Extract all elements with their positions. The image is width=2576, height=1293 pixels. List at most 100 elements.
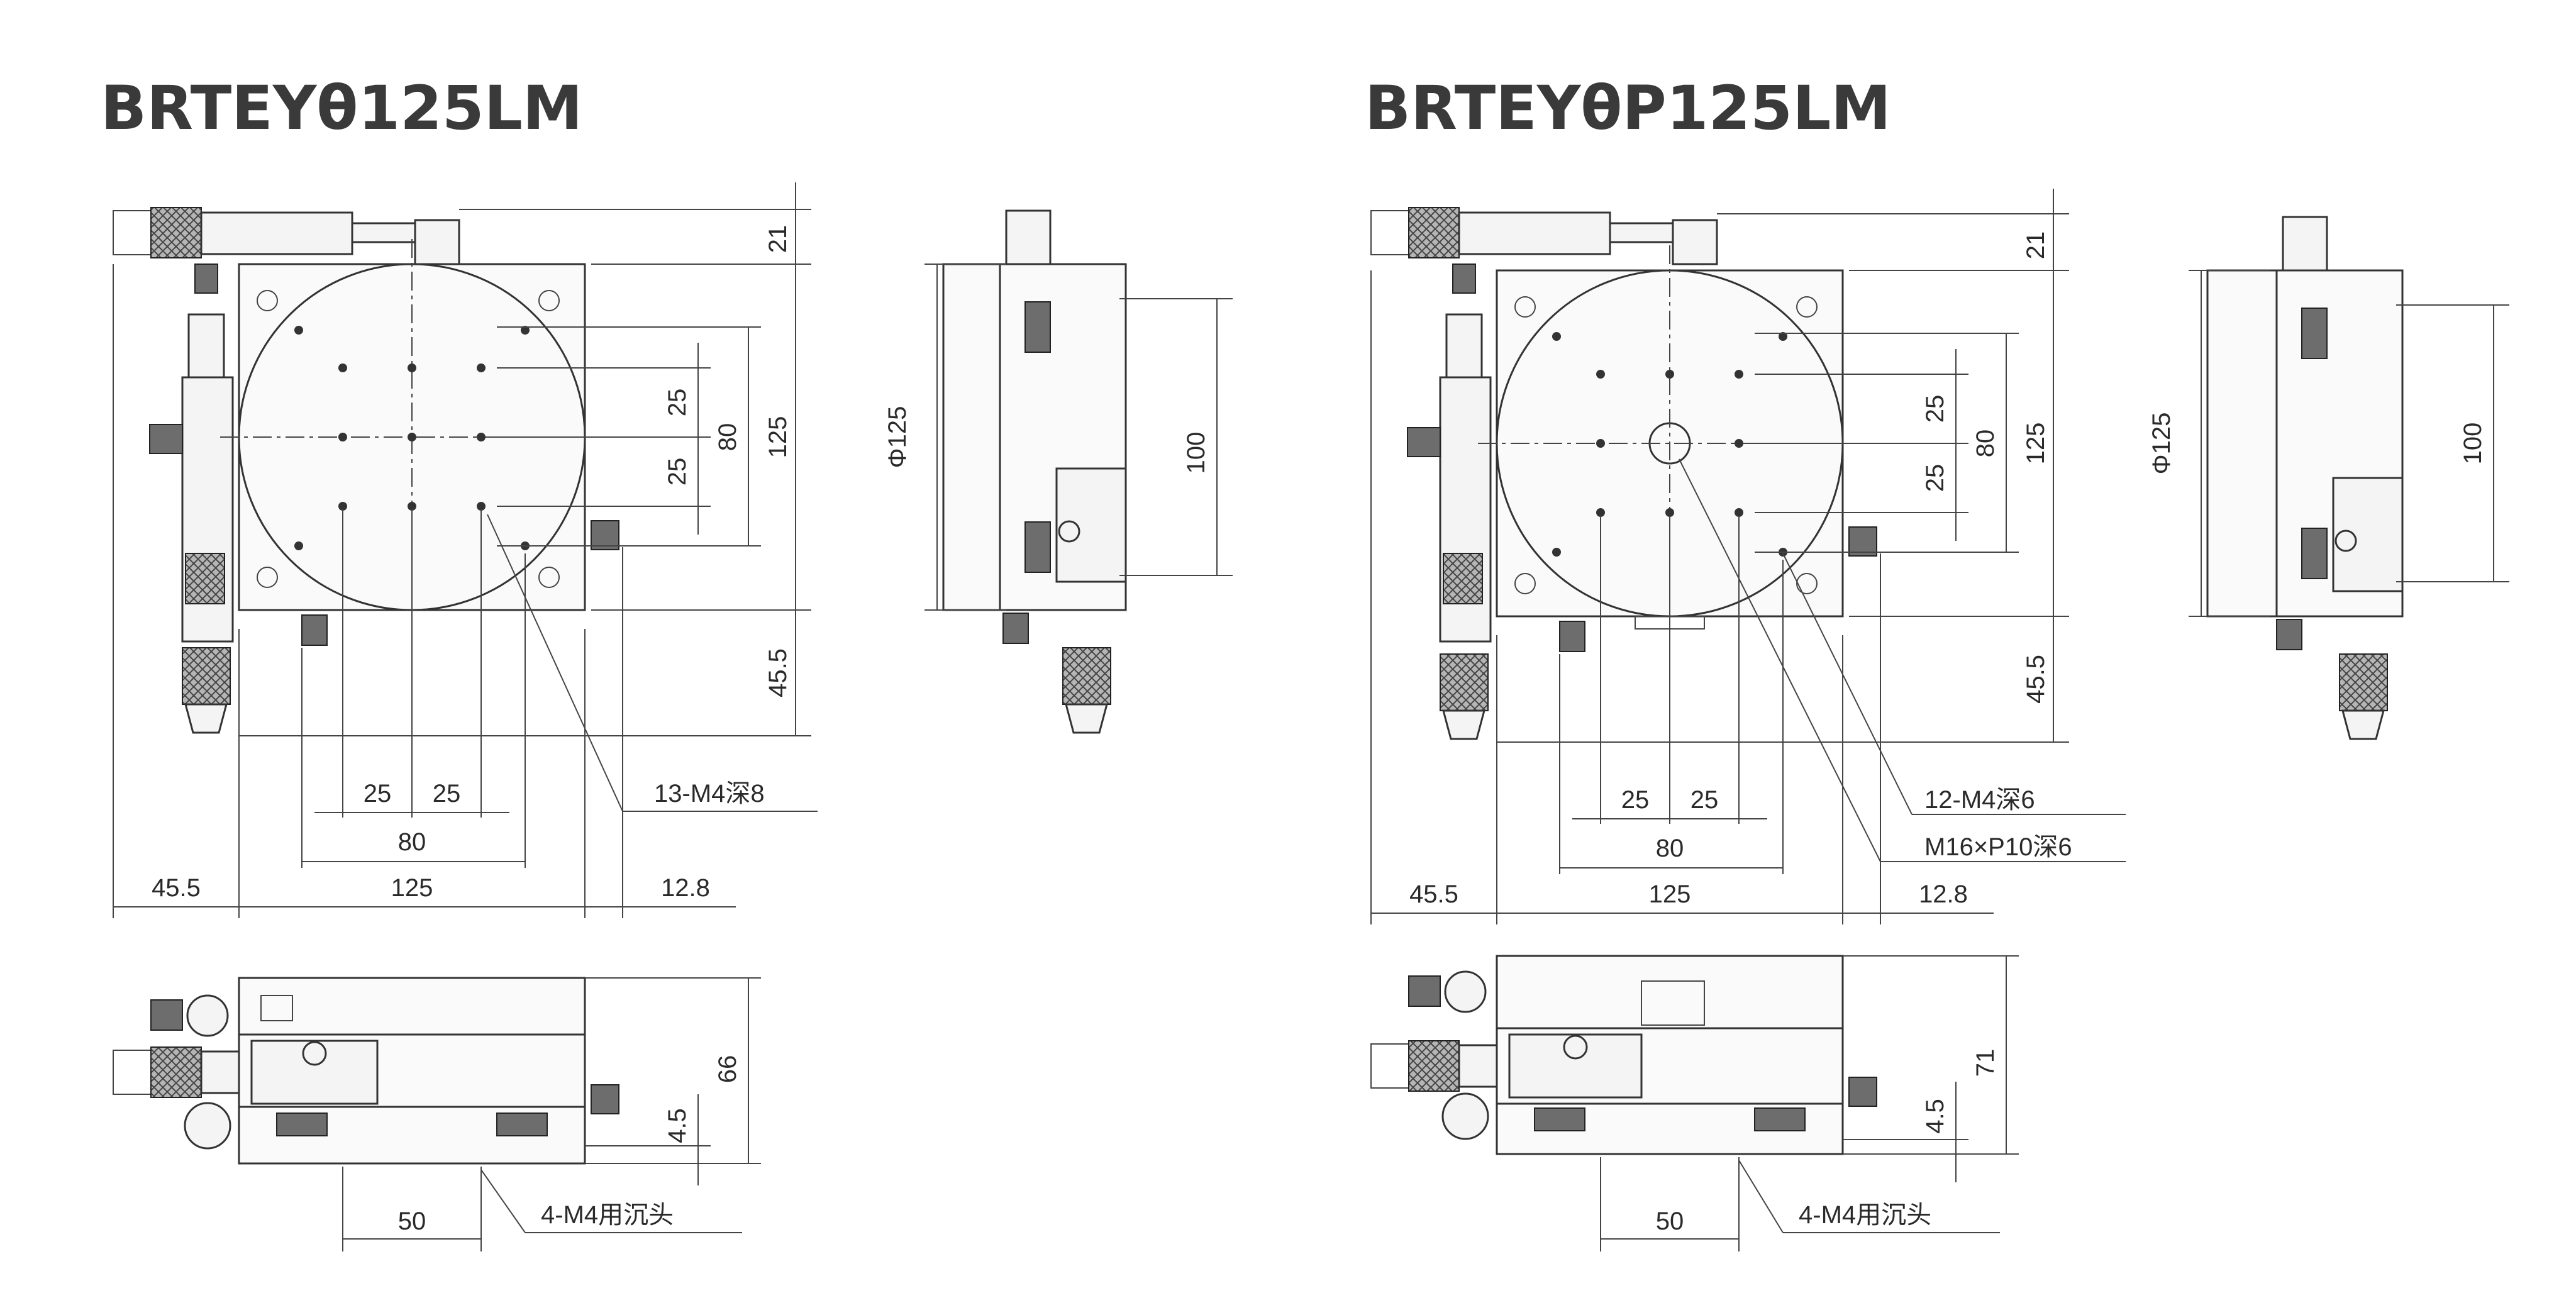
left-title: BRTEYθ125LM bbox=[101, 73, 582, 143]
lock-knob-icon bbox=[301, 614, 328, 646]
knob-icon bbox=[1407, 427, 1441, 457]
front-window bbox=[1641, 980, 1705, 1026]
side-base bbox=[942, 263, 1001, 611]
micrometer-end bbox=[1065, 703, 1108, 734]
dim-125: 125 bbox=[1649, 880, 1691, 908]
clamp-screw-icon bbox=[2334, 530, 2357, 552]
micrometer-barrel bbox=[200, 211, 353, 255]
screw-icon bbox=[1514, 296, 1536, 318]
dim-25-lower: 25 bbox=[663, 458, 691, 486]
dim-50: 50 bbox=[398, 1207, 426, 1235]
micrometer-tip bbox=[113, 210, 152, 255]
scale-screw-icon bbox=[302, 1041, 327, 1066]
front-knob-ring bbox=[184, 1102, 231, 1150]
side-dimensions bbox=[924, 264, 1233, 611]
side-dimensions bbox=[2189, 270, 2509, 617]
threaded-holes bbox=[294, 326, 530, 550]
screw-icon bbox=[257, 290, 278, 311]
callout-bore: M16×P10深6 bbox=[1924, 833, 2072, 861]
dim-25-a: 25 bbox=[1621, 786, 1650, 814]
connector-icon bbox=[276, 1113, 328, 1136]
lock-knob-icon bbox=[1559, 621, 1585, 652]
micrometer-barrel bbox=[1458, 211, 1611, 255]
dim-66: 66 bbox=[714, 1055, 741, 1084]
front-knob-ring bbox=[1441, 1092, 1489, 1140]
screw-icon bbox=[538, 290, 560, 311]
front-knob-ring bbox=[186, 994, 229, 1037]
dim-25-upper: 25 bbox=[663, 389, 691, 417]
side-clamp bbox=[2332, 477, 2404, 592]
right-bottom-dimensions bbox=[1370, 270, 2126, 924]
connector-icon bbox=[2301, 528, 2328, 579]
connector-icon bbox=[1024, 301, 1051, 353]
dim-80: 80 bbox=[1656, 835, 1684, 862]
side-top-block bbox=[2282, 216, 2328, 272]
lock-knob-icon bbox=[2276, 619, 2302, 650]
dim-80: 80 bbox=[398, 828, 426, 856]
micrometer-knurl bbox=[150, 1046, 202, 1098]
screw-icon bbox=[538, 567, 560, 588]
dim-71: 71 bbox=[1972, 1049, 1999, 1077]
front-scale bbox=[250, 1040, 379, 1105]
connector-icon bbox=[1024, 521, 1051, 573]
dim-diameter: Φ125 bbox=[2148, 413, 2175, 475]
knob-icon bbox=[194, 264, 218, 294]
connector-icon bbox=[496, 1113, 548, 1136]
screw-icon bbox=[1796, 573, 1818, 594]
micrometer-knurl bbox=[1408, 1040, 1460, 1092]
right-side-view: Φ125 100 bbox=[2148, 216, 2509, 740]
dim-diameter: Φ125 bbox=[884, 406, 911, 469]
dim-25-b: 25 bbox=[1690, 786, 1719, 814]
side-top-block bbox=[1005, 209, 1052, 265]
right-stage-drawing: BRTEYθP125LM bbox=[1365, 73, 2509, 1251]
lock-knob-icon bbox=[591, 1084, 619, 1114]
scale-screw-icon bbox=[1563, 1035, 1588, 1060]
front-knob-ring bbox=[1444, 970, 1487, 1013]
dim-4-5: 4.5 bbox=[1921, 1099, 1949, 1134]
lock-knob-icon bbox=[1848, 526, 1877, 557]
front-window bbox=[260, 995, 293, 1021]
micrometer-spindle bbox=[1609, 222, 1674, 243]
side-clamp bbox=[1055, 467, 1127, 583]
micrometer-tip bbox=[1370, 210, 1409, 255]
right-top-view: 21 125 80 25 25 45.5 bbox=[1370, 189, 2126, 924]
knurl-icon bbox=[182, 647, 231, 705]
knurl-icon bbox=[2339, 653, 2388, 711]
micrometer-end bbox=[1442, 709, 1485, 740]
micrometer-end bbox=[184, 703, 228, 734]
dim-80: 80 bbox=[714, 423, 741, 452]
knurl-icon bbox=[1440, 653, 1489, 711]
knob-icon bbox=[149, 424, 183, 454]
knurl-icon bbox=[185, 553, 225, 604]
dim-125: 125 bbox=[391, 874, 433, 902]
screw-icon bbox=[257, 567, 278, 588]
front-dimensions bbox=[1600, 955, 2019, 1251]
callout-countersunk: 4-M4用沉头 bbox=[541, 1201, 674, 1229]
connector-icon bbox=[2301, 308, 2328, 359]
knob-icon bbox=[150, 999, 183, 1031]
dim-125: 125 bbox=[2022, 423, 2050, 465]
dim-4-5: 4.5 bbox=[663, 1108, 691, 1143]
micrometer-tip bbox=[1370, 1043, 1409, 1089]
dim-25-a: 25 bbox=[364, 780, 392, 807]
micrometer-tip bbox=[113, 1050, 152, 1095]
left-bottom-dimensions bbox=[113, 264, 818, 918]
callout-holes: 13-M4深8 bbox=[654, 780, 765, 807]
left-stage-drawing: BRTEYθ125LM bbox=[101, 73, 1233, 1251]
knurl-icon bbox=[1443, 553, 1483, 604]
right-front-view: 71 4.5 50 4-M4用沉头 bbox=[1370, 955, 2019, 1251]
dim-45-5: 45.5 bbox=[152, 874, 201, 902]
micrometer-barrel bbox=[200, 1050, 240, 1094]
connector-icon bbox=[1754, 1107, 1806, 1131]
connector-icon bbox=[1534, 1107, 1585, 1131]
dim-12-8: 12.8 bbox=[1919, 880, 1968, 908]
dim-25-upper: 25 bbox=[1921, 395, 1949, 423]
screw-icon bbox=[1514, 573, 1536, 594]
micrometer-barrel bbox=[1458, 1044, 1498, 1088]
dim-100: 100 bbox=[2459, 423, 2487, 465]
dim-25-b: 25 bbox=[433, 780, 461, 807]
clamp-screw-icon bbox=[1058, 520, 1080, 543]
threaded-holes bbox=[1552, 332, 1787, 557]
dim-80: 80 bbox=[1972, 430, 1999, 458]
front-dimensions bbox=[342, 977, 761, 1251]
